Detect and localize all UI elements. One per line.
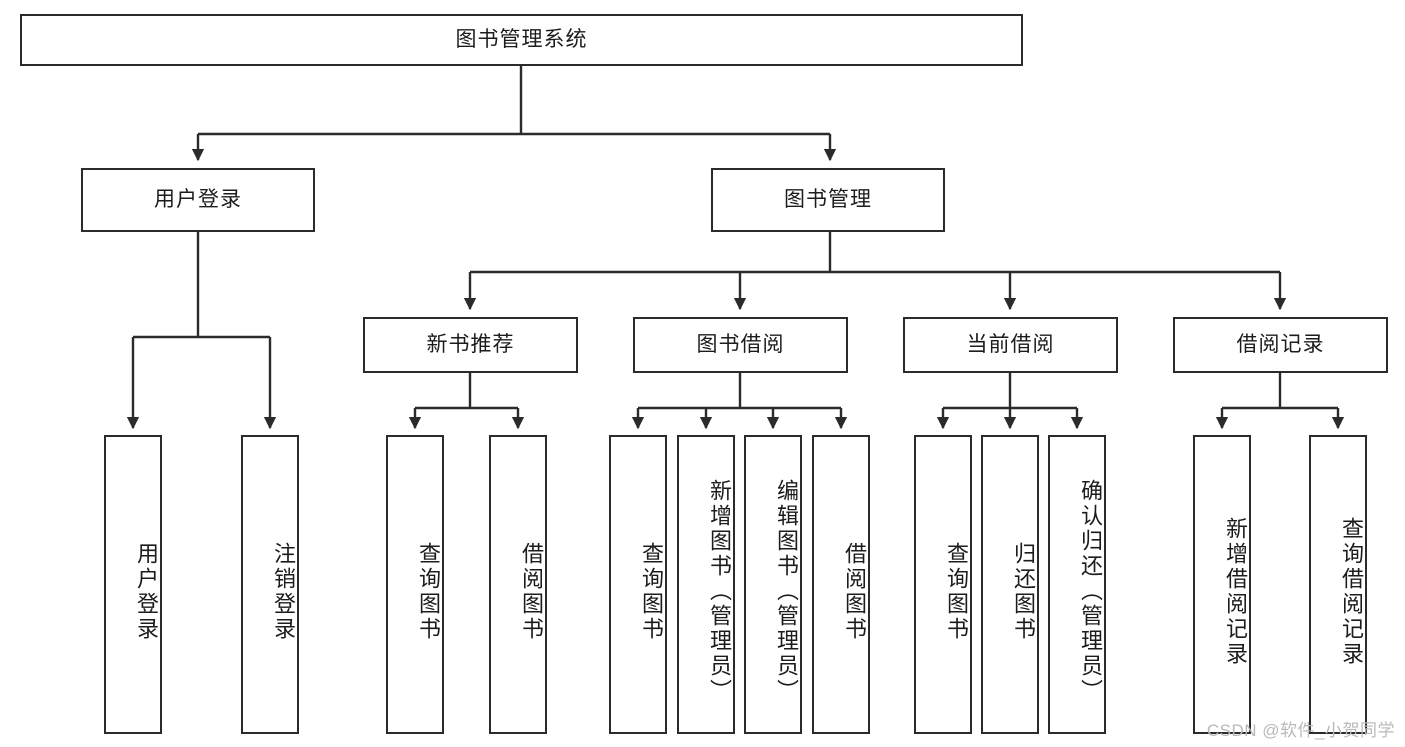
leaf-new-book-1[interactable]: 借阅图书: [489, 435, 547, 734]
leaf-current-borrow-0[interactable]: 查询图书: [914, 435, 972, 734]
leaf-label: 新增图书（管理员）: [707, 479, 732, 704]
node-user-login[interactable]: 用户登录: [81, 168, 315, 232]
leaf-label: 借阅图书: [842, 541, 867, 642]
leaf-label: 注销登录: [271, 541, 296, 642]
node-book-management-label: 图书管理: [784, 187, 872, 211]
leaf-book-borrow-2[interactable]: 编辑图书（管理员）: [744, 435, 802, 734]
leaf-label: 归还图书: [1011, 541, 1036, 642]
leaf-new-book-0[interactable]: 查询图书: [386, 435, 444, 734]
node-user-login-label: 用户登录: [154, 187, 242, 211]
leaf-label: 借阅图书: [519, 541, 544, 642]
leaf-user-login-1[interactable]: 注销登录: [241, 435, 299, 734]
leaf-book-borrow-3[interactable]: 借阅图书: [812, 435, 870, 734]
node-borrow-record[interactable]: 借阅记录: [1173, 317, 1388, 373]
node-current-borrow[interactable]: 当前借阅: [903, 317, 1118, 373]
leaf-user-login-0[interactable]: 用户登录: [104, 435, 162, 734]
leaf-label: 确认归还（管理员）: [1078, 479, 1103, 704]
leaf-borrow-record-1[interactable]: 查询借阅记录: [1309, 435, 1367, 734]
node-book-borrow-label: 图书借阅: [696, 332, 785, 356]
leaf-book-borrow-1[interactable]: 新增图书（管理员）: [677, 435, 735, 734]
leaf-book-borrow-0[interactable]: 查询图书: [609, 435, 667, 734]
leaf-label: 查询图书: [416, 541, 441, 642]
node-new-book-recommend-label: 新书推荐: [426, 332, 515, 356]
leaf-current-borrow-2[interactable]: 确认归还（管理员）: [1048, 435, 1106, 734]
leaf-current-borrow-1[interactable]: 归还图书: [981, 435, 1039, 734]
node-book-borrow[interactable]: 图书借阅: [633, 317, 848, 373]
node-root-label: 图书管理系统: [455, 27, 588, 51]
leaf-borrow-record-0[interactable]: 新增借阅记录: [1193, 435, 1251, 734]
node-current-borrow-label: 当前借阅: [966, 332, 1055, 356]
node-new-book-recommend[interactable]: 新书推荐: [363, 317, 578, 373]
node-root[interactable]: 图书管理系统: [20, 14, 1023, 66]
leaf-label: 编辑图书（管理员）: [774, 479, 799, 704]
leaf-label: 用户登录: [134, 541, 159, 642]
watermark-text: CSDN @软件_小贺同学: [1206, 721, 1395, 740]
leaf-label: 查询图书: [944, 541, 969, 642]
leaf-label: 查询借阅记录: [1339, 516, 1364, 667]
node-borrow-record-label: 借阅记录: [1236, 332, 1325, 356]
node-book-management[interactable]: 图书管理: [711, 168, 945, 232]
leaf-label: 查询图书: [639, 541, 664, 642]
leaf-label: 新增借阅记录: [1223, 516, 1248, 667]
